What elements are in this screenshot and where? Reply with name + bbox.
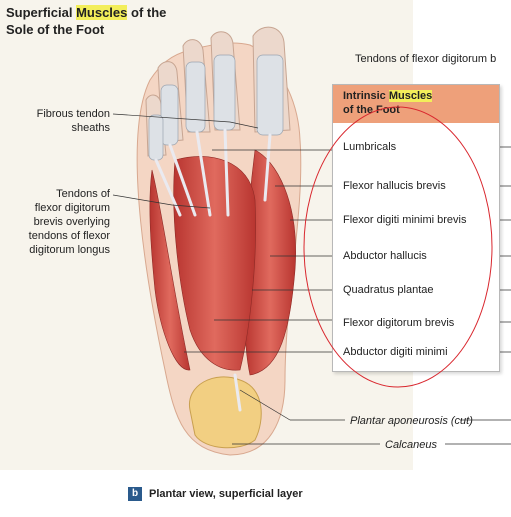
figure-title: Superficial Muscles of the Sole of the F… (6, 4, 166, 38)
intrinsic-muscles-box: Intrinsic Muscles of the Foot Lumbricals… (332, 84, 500, 372)
box-title: Intrinsic Muscles of the Foot (343, 89, 433, 117)
title-line2: Sole of the Foot (6, 22, 105, 37)
box-title-highlight: Muscles (388, 90, 433, 102)
fibrous-tendon-sheaths (148, 54, 284, 161)
quadratus-plantae-label: Quadratus plantae (343, 284, 434, 296)
panel-badge: b (128, 487, 142, 501)
flexor-hallucis-brevis-label: Flexor hallucis brevis (343, 180, 446, 192)
flexor-digitorum-brevis-label: Flexor digitorum brevis (343, 317, 455, 329)
title-prefix: Superficial (6, 5, 77, 20)
abductor-hallucis-label: Abductor hallucis (343, 250, 427, 262)
box-title-prefix: Intrinsic (343, 90, 389, 102)
abductor-digiti-minimi-label: Abductor digiti minimi (343, 346, 448, 358)
calcaneus-fat-pad (189, 376, 262, 449)
fibrous-tendon-label: Fibrous tendon sheaths (36, 108, 110, 134)
tendons-flexor-digitorum-label: Tendons of flexor digitorum b (355, 53, 497, 65)
flexor-digiti-minimi-brevis-label: Flexor digiti minimi brevis (343, 214, 467, 226)
calcaneus-label: Calcaneus (385, 439, 437, 451)
box-title-line2: of the Foot (343, 104, 400, 116)
plantar-aponeurosis-label: Plantar aponeurosis (cut) (350, 415, 473, 427)
title-highlight: Muscles (76, 5, 128, 20)
red-annotation-ellipse (303, 106, 493, 388)
title-suffix: of the (127, 5, 167, 20)
lumbricals-label: Lumbricals (343, 141, 397, 153)
tendons-fdb-label: Tendons of flexor digitorum brevis overl… (28, 188, 110, 256)
figure-caption: Plantar view, superficial layer (149, 488, 303, 500)
tendons (154, 128, 272, 412)
